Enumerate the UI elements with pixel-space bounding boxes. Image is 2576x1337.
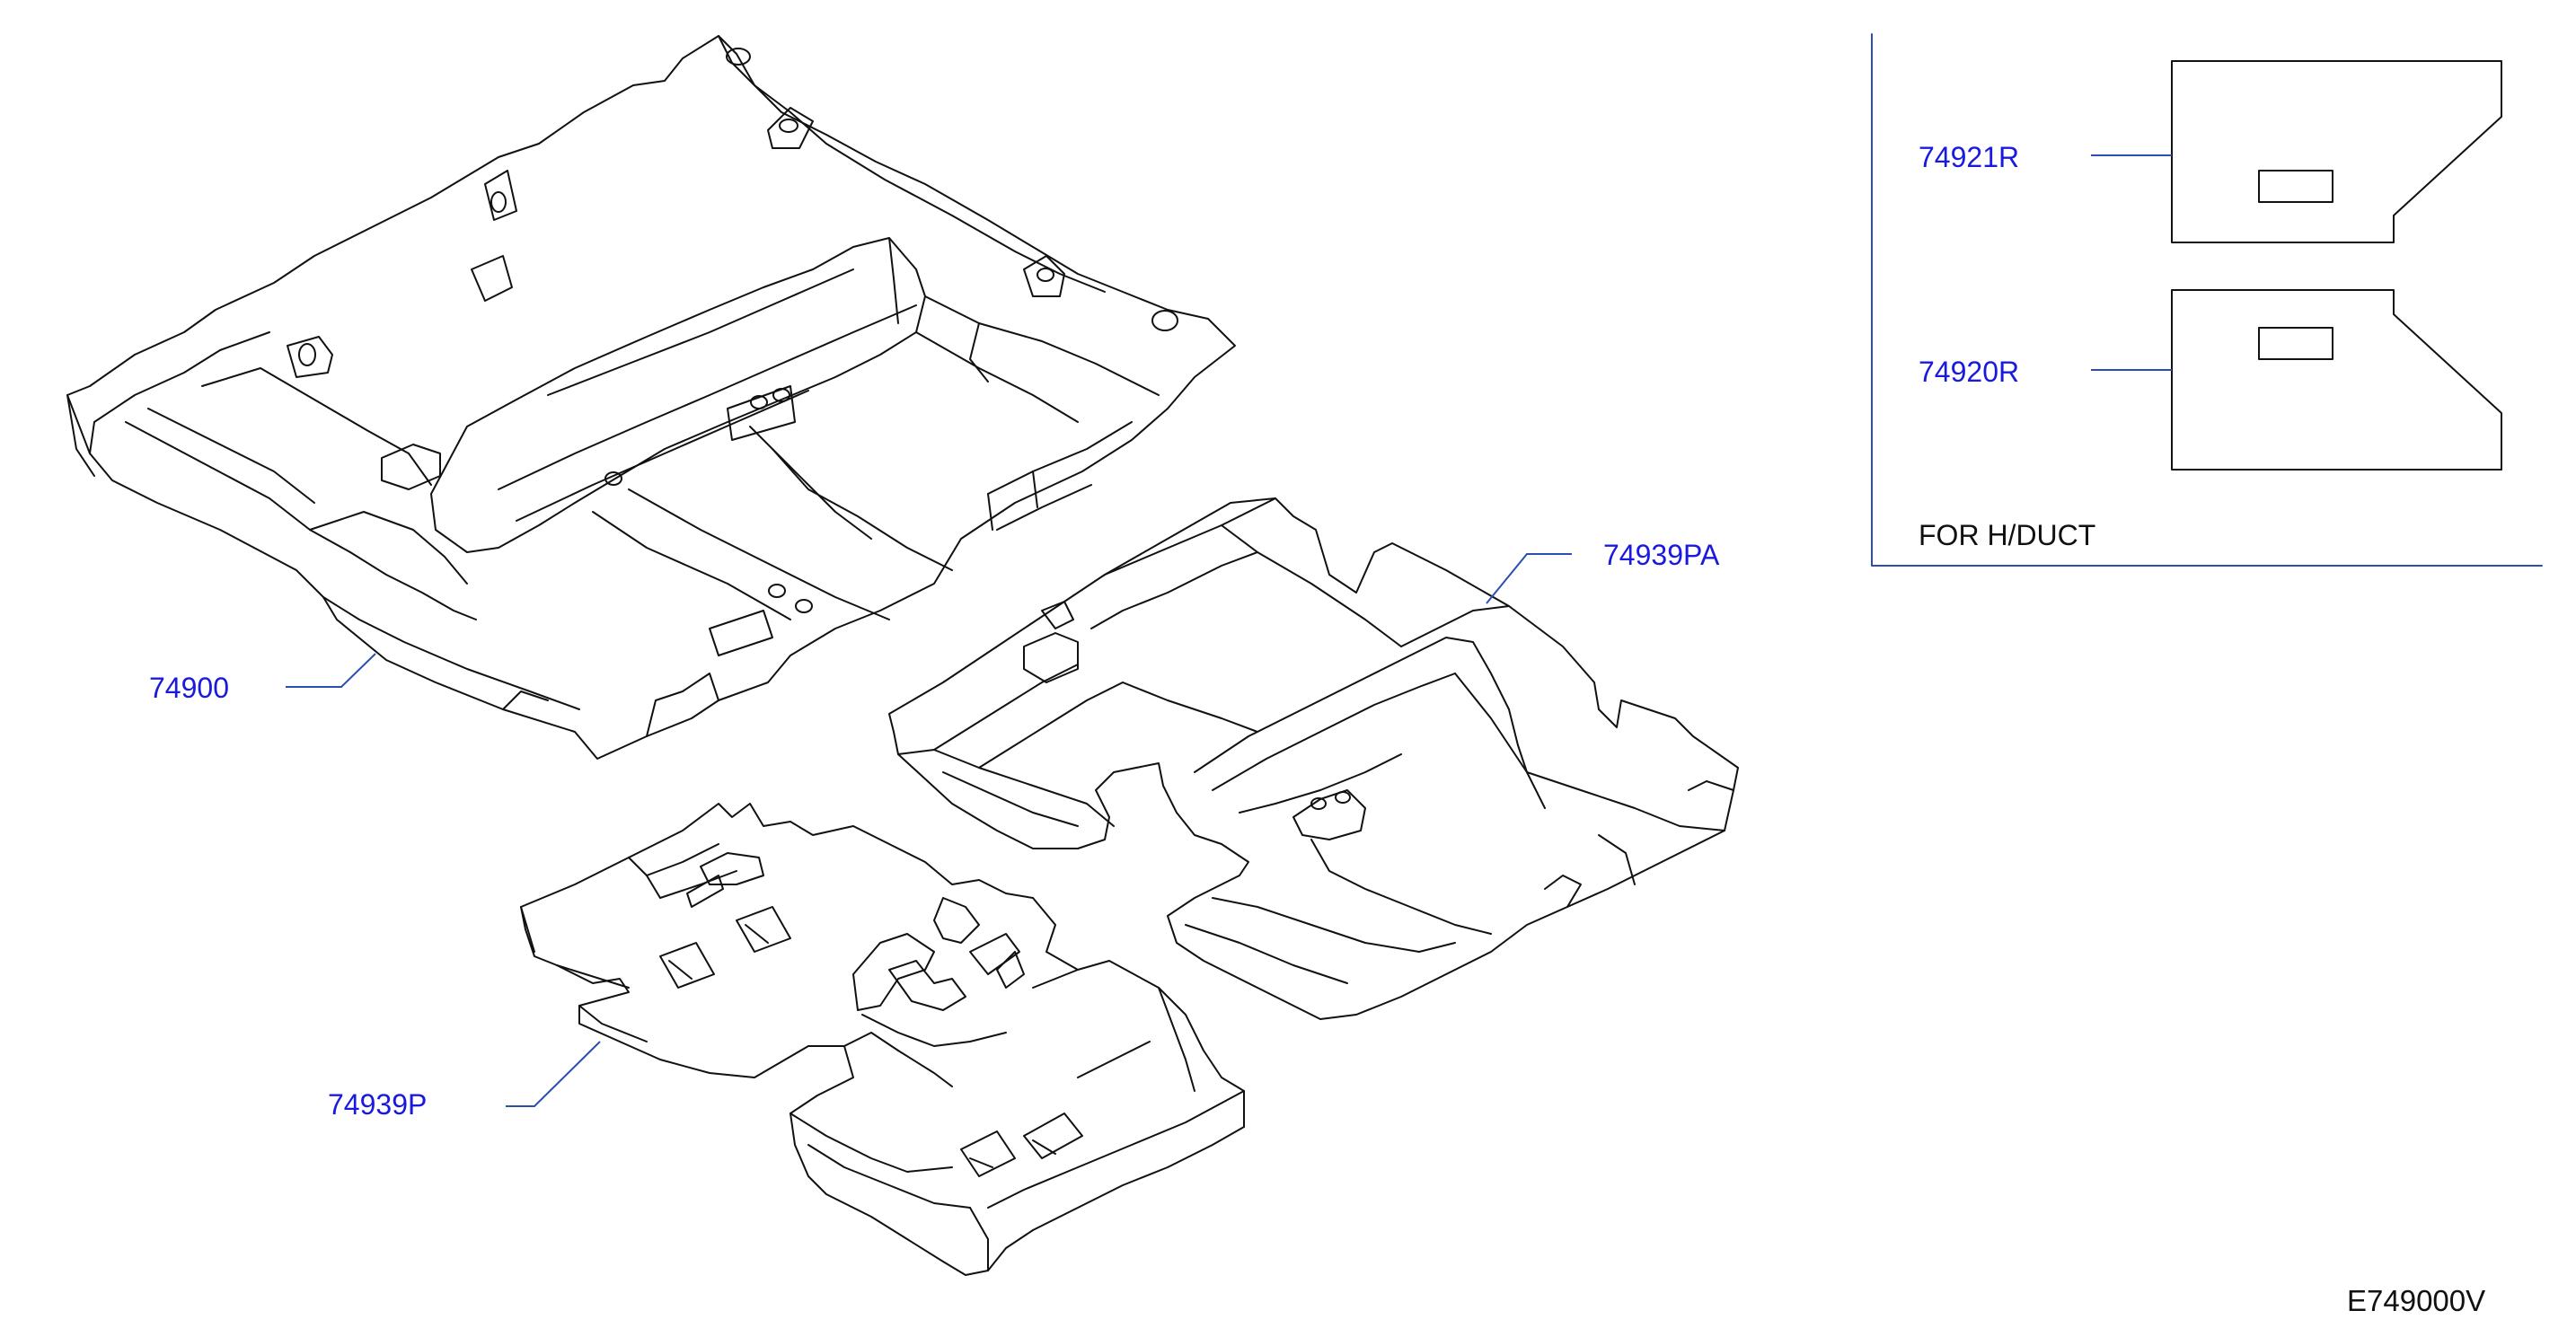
insulator-left-illustration[interactable] [2171, 289, 2502, 471]
inset-frame [1871, 33, 2543, 567]
leader-74900 [286, 653, 376, 688]
part-number-74939P[interactable]: 74939P [328, 1088, 428, 1121]
leader-74939P [506, 1041, 601, 1107]
insulator-right-illustration[interactable] [2171, 60, 2502, 243]
floor-carpet-illustration[interactable] [66, 35, 1236, 760]
diagram-code: E749000V [2347, 1284, 2486, 1317]
part-number-74920R[interactable]: 74920R [1919, 356, 2020, 388]
part-number-74900[interactable]: 74900 [149, 672, 229, 704]
rear-floor-mat-illustration[interactable] [888, 497, 1739, 1020]
inset-note: FOR H/DUCT [1919, 519, 2096, 551]
leader-74939PA [1486, 553, 1572, 604]
part-number-74939PA[interactable]: 74939PA [1603, 539, 1720, 571]
part-number-74921R[interactable]: 74921R [1919, 141, 2020, 173]
front-floor-mat-illustration[interactable] [520, 803, 1245, 1276]
